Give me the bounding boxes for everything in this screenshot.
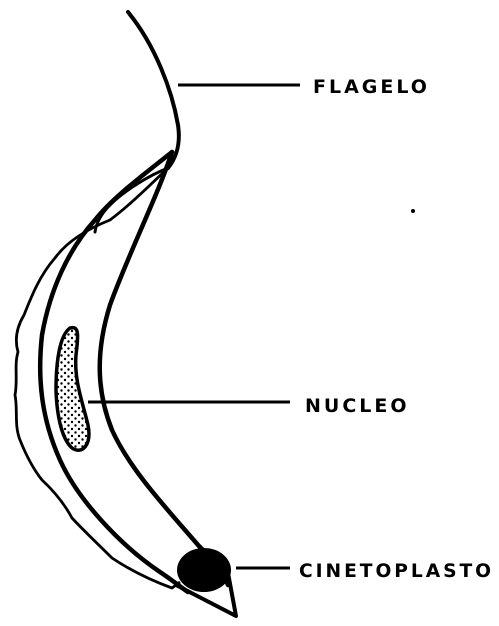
nucleus — [56, 328, 89, 451]
label-flagelo: FLAGELO — [313, 76, 430, 98]
label-nucleo: NUCLEO — [305, 395, 410, 417]
kinetoplast — [177, 548, 231, 592]
label-cinetoplasto: CINETOPLASTO — [299, 560, 494, 582]
stray-dot — [411, 209, 415, 213]
flagellum — [128, 12, 179, 168]
cell-body-right-edge — [100, 152, 228, 585]
